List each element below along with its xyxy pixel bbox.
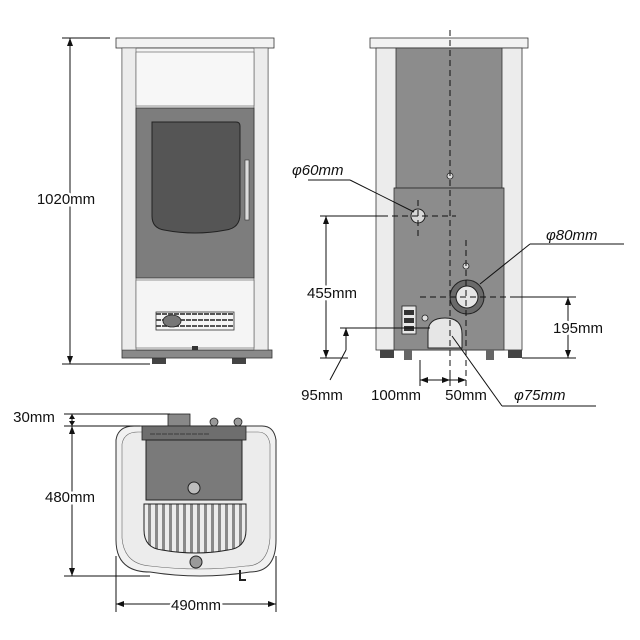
top-lid-knob — [187, 481, 201, 495]
inlet-offset-label: 100mm — [371, 387, 421, 404]
front-side-panel-right — [253, 47, 269, 351]
rear-switch — [421, 314, 429, 322]
rear-leg-left — [404, 350, 412, 360]
depth-label: 480mm — [45, 489, 95, 506]
front-upper-panel — [135, 51, 255, 107]
rear-foot-right — [508, 350, 522, 358]
front-top-cap — [115, 37, 275, 49]
front-base — [121, 349, 273, 359]
front-door-glass — [151, 121, 241, 234]
front-foot-right — [232, 356, 246, 364]
rear-foot-left — [380, 350, 394, 358]
top-rear-knob-1 — [209, 417, 219, 427]
front-foot-left — [152, 356, 166, 364]
top-rear-knob-2 — [233, 417, 243, 427]
rear-dimensions: φ60mm φ80mm 455mm 195mm 95mm 100mm 5 — [292, 162, 624, 407]
front-height-dimension: 1020mm — [34, 37, 150, 365]
rear-air-inlet — [427, 317, 463, 349]
front-door-handle — [244, 159, 250, 221]
top-view — [115, 413, 277, 581]
inlet-label: φ75mm — [514, 387, 565, 404]
front-bottom-latch — [192, 346, 198, 350]
inlet-small-offset-label: 50mm — [445, 387, 487, 404]
top-side-handle — [239, 570, 246, 581]
width-label: 490mm — [171, 597, 221, 614]
flue-offset-label: 195mm — [553, 320, 603, 337]
rear-top-cap — [369, 37, 529, 49]
rear-leg-right — [486, 350, 494, 360]
rear-centerlines — [372, 30, 516, 388]
rear-protrusion-label: 30mm — [13, 409, 55, 426]
front-side-panel-left — [121, 47, 137, 351]
flue-height-label: 455mm — [307, 285, 357, 302]
flue-label: φ80mm — [546, 227, 597, 244]
rear-view — [369, 37, 529, 360]
inlet-height-label: 95mm — [301, 387, 343, 404]
top-flue-connector — [167, 413, 191, 427]
front-fan-icon — [162, 314, 182, 328]
top-air-grill — [143, 503, 247, 554]
front-height-label: 1020mm — [37, 191, 95, 208]
upper-pipe-label: φ60mm — [292, 162, 343, 179]
top-dimensions: 30mm 480mm 490mm — [13, 409, 277, 617]
top-front-knob — [189, 555, 203, 569]
rear-back-panel-upper — [395, 47, 503, 189]
front-view — [115, 37, 275, 364]
